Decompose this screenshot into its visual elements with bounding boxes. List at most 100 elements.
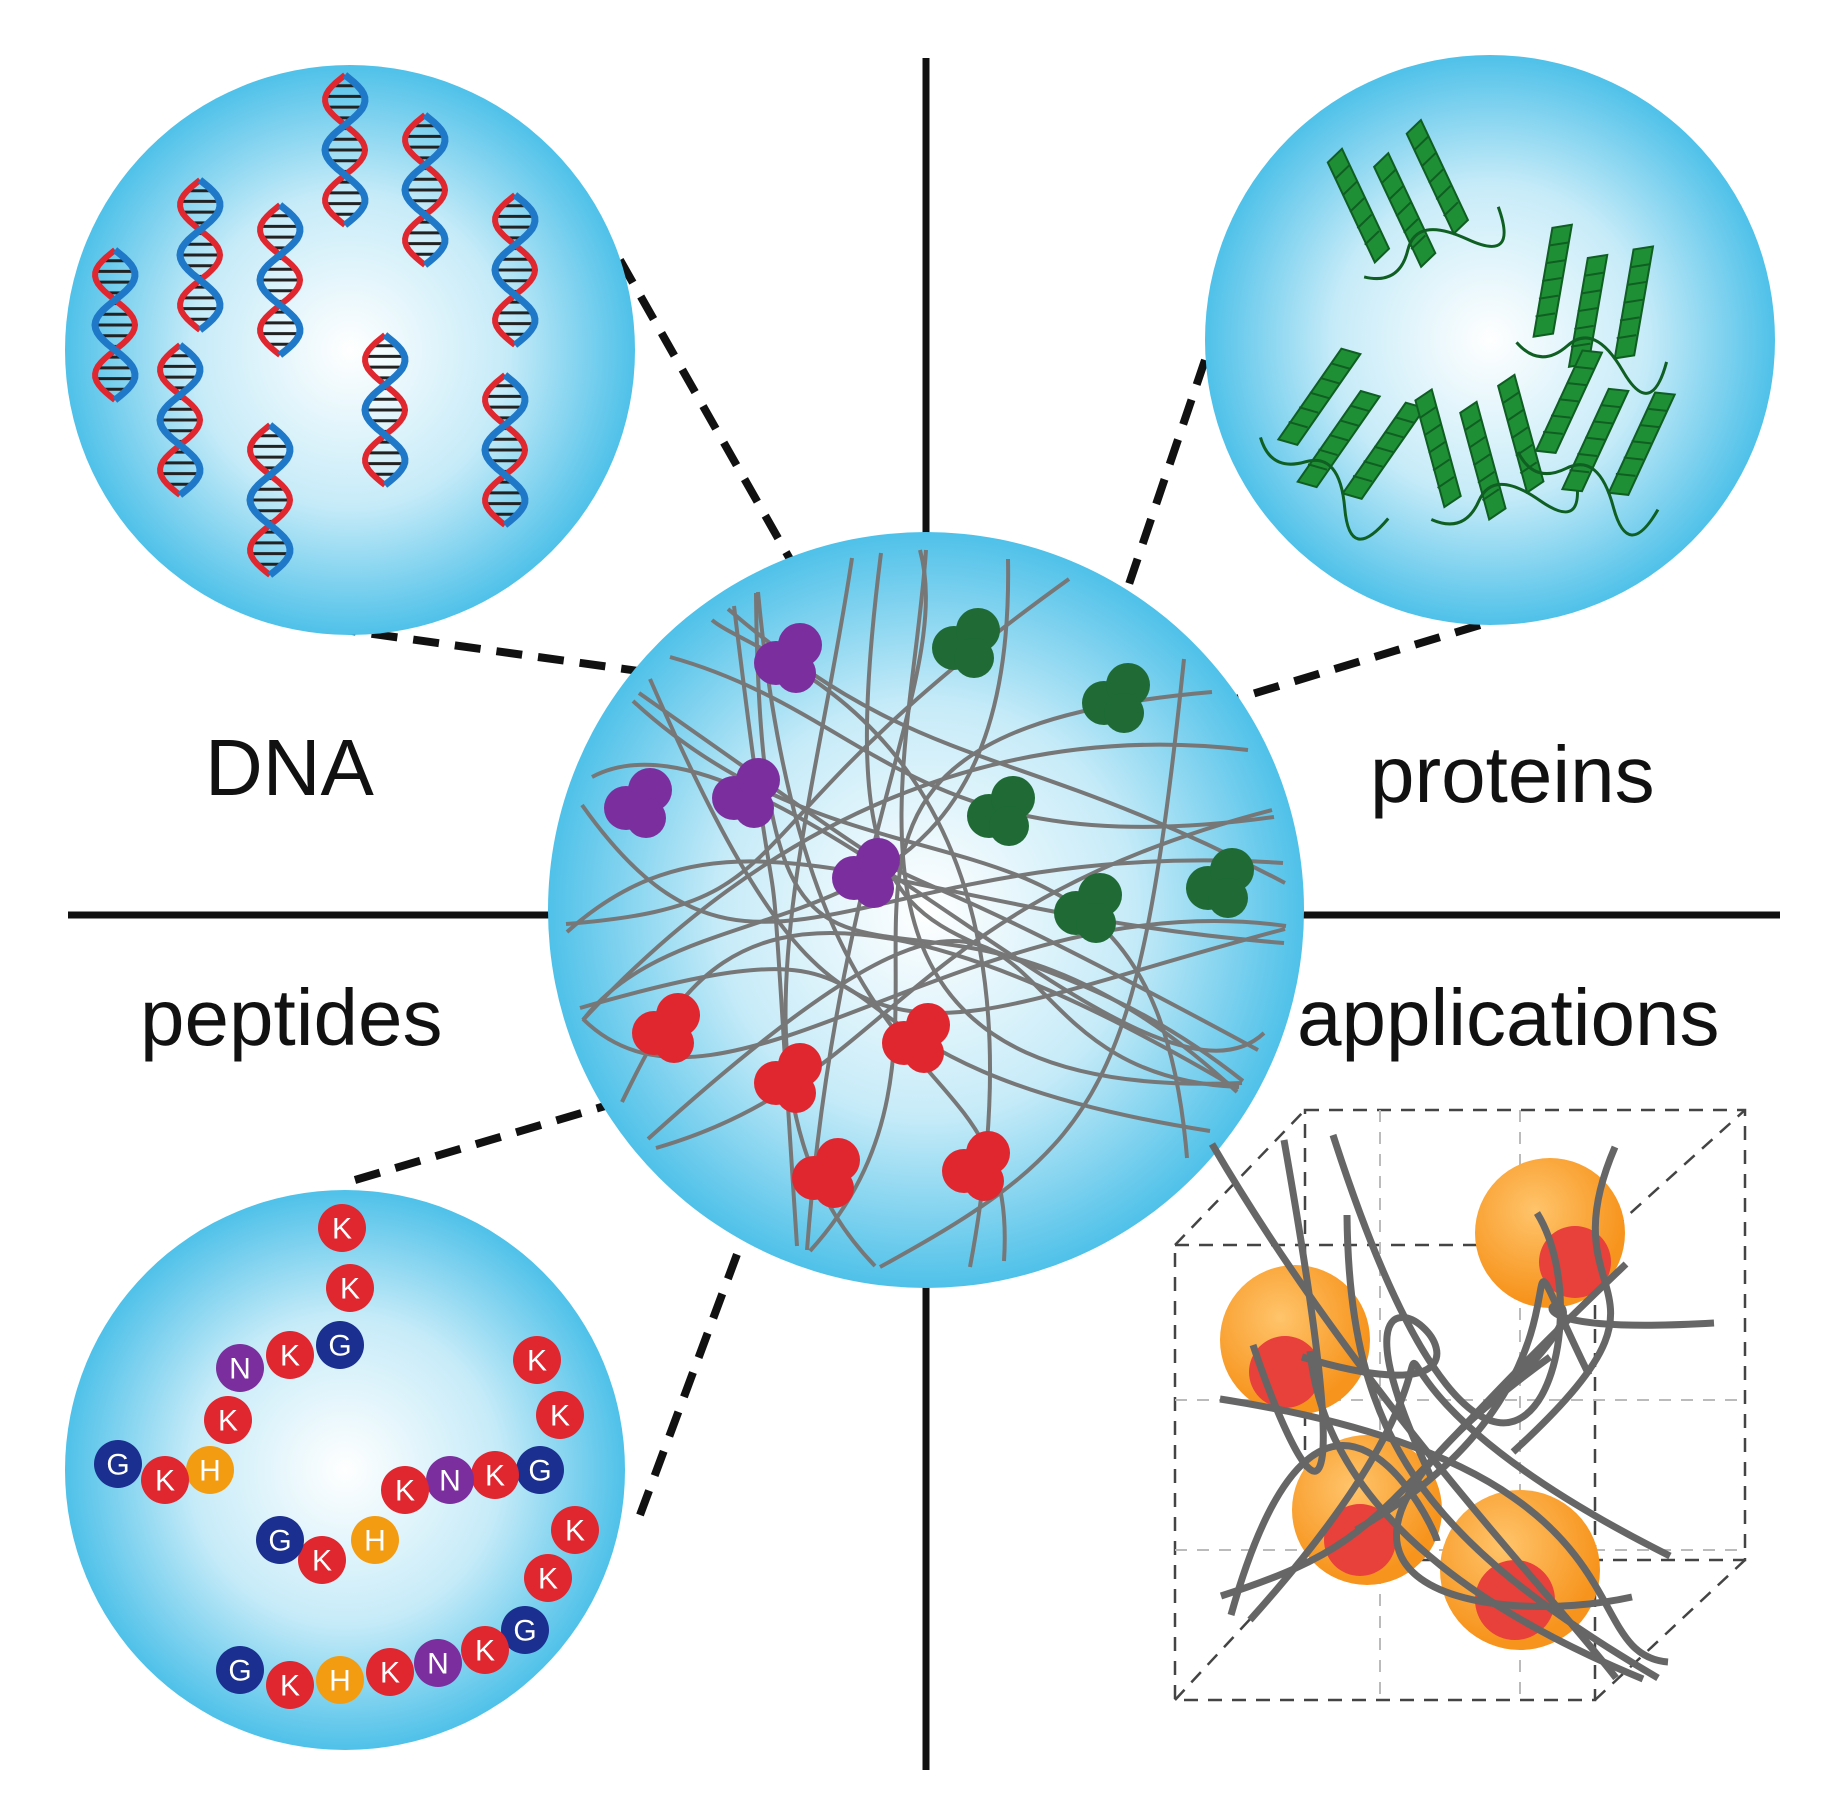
amino-acid-bead: K — [298, 1536, 346, 1584]
amino-acid-letter: K — [340, 1273, 360, 1306]
central-hydrogel — [548, 532, 1304, 1288]
cargo-blob — [882, 1003, 950, 1073]
cargo-blob — [942, 1131, 1010, 1201]
amino-acid-letter: K — [218, 1405, 238, 1438]
amino-acid-bead: K — [204, 1396, 252, 1444]
dna-helix — [156, 342, 204, 498]
amino-acid-letter: K — [280, 1340, 300, 1373]
dna-helix — [491, 192, 539, 348]
amino-acid-bead: H — [351, 1516, 399, 1564]
dna-helix — [91, 247, 139, 403]
connector-dna-b — [329, 624, 776, 694]
polymer-strand — [1249, 1139, 1327, 1475]
amino-acid-letter: N — [229, 1353, 251, 1386]
amino-acid-bead: H — [316, 1656, 364, 1704]
polymer-strand — [1300, 1313, 1441, 1481]
polymer-strand — [581, 742, 1249, 1022]
amino-acid-letter: K — [475, 1635, 495, 1668]
protein-ribbon — [1259, 347, 1427, 541]
dna-helix — [321, 72, 369, 228]
polymer-strand — [1329, 1133, 1564, 1427]
amino-acid-bead: K — [266, 1661, 314, 1709]
polymer-strand — [1510, 1145, 1619, 1455]
amino-acid-bead: K — [471, 1451, 519, 1499]
dna-bubble — [65, 65, 635, 635]
amino-acid-letter: K — [380, 1657, 400, 1690]
amino-acid-letter: N — [439, 1465, 461, 1498]
cargo-blob — [712, 758, 780, 828]
polymer-strand — [1227, 1442, 1441, 1616]
cargo-blob — [604, 768, 672, 838]
amino-acid-bead: G — [94, 1440, 142, 1488]
cargo-blob — [932, 608, 1000, 678]
polymer-strand — [1208, 1142, 1619, 1681]
dna-helix — [246, 422, 294, 578]
polymer-strand — [1219, 1261, 1629, 1600]
amino-acid-letter: K — [565, 1515, 585, 1548]
amino-acid-bead: K — [513, 1336, 561, 1384]
cargo-blob — [967, 776, 1035, 846]
amino-acid-letter: H — [364, 1525, 386, 1558]
amino-acid-bead: K — [381, 1466, 429, 1514]
dna-helix — [256, 202, 304, 358]
protein-ribbon — [1515, 223, 1669, 395]
protein-ribbon — [1516, 349, 1677, 537]
cargo-blob — [754, 623, 822, 693]
amino-acid-letter: K — [538, 1563, 558, 1596]
amino-acid-bead: G — [516, 1446, 564, 1494]
polymer-strand — [1247, 1359, 1672, 1623]
amino-acid-letter: K — [155, 1465, 175, 1498]
label-proteins: proteins — [1370, 730, 1655, 819]
dna-helix — [176, 177, 224, 333]
amino-acid-bead: N — [414, 1639, 462, 1687]
amino-acid-letter: G — [106, 1449, 129, 1482]
amino-acid-letter: K — [312, 1545, 332, 1578]
connector-dna-a — [616, 258, 824, 614]
polymer-strand — [808, 690, 1213, 1253]
polymer-strand — [710, 618, 992, 1268]
amino-acid-bead: K — [326, 1264, 374, 1312]
protein-ribbon — [1326, 118, 1506, 281]
label-applications: applications — [1297, 973, 1720, 1062]
peptides-bubble-sphere — [65, 1190, 625, 1750]
amino-acid-letter: H — [199, 1455, 221, 1488]
connector-proteins-b — [1148, 621, 1482, 729]
amino-acid-bead: G — [256, 1516, 304, 1564]
amino-acid-letter: G — [328, 1330, 351, 1363]
cargo-blob — [632, 993, 700, 1063]
dna-helix — [401, 112, 449, 268]
polymer-strand — [637, 691, 1259, 1052]
protein-ribbons — [1259, 118, 1677, 541]
amino-acid-letter: G — [228, 1655, 251, 1688]
proteins-bubble-sphere — [1205, 55, 1775, 625]
amino-acid-letter: H — [329, 1665, 351, 1698]
cargo-blob — [1082, 663, 1150, 733]
amino-acid-bead: K — [461, 1626, 509, 1674]
amino-acid-bead: K — [524, 1554, 572, 1602]
protein-ribbon — [1414, 373, 1579, 526]
polymer-strand — [805, 549, 928, 1251]
polymer-strand — [899, 549, 1243, 1086]
polymer-strand — [879, 658, 1186, 1269]
amino-acid-bead: G — [316, 1321, 364, 1369]
amino-acid-letter: K — [550, 1400, 570, 1433]
label-dna: DNA — [205, 723, 374, 812]
polymer-strand — [669, 655, 1275, 829]
amino-acid-letter: G — [528, 1455, 551, 1488]
amino-acid-letter: K — [395, 1475, 415, 1508]
amino-acid-bead: K — [551, 1506, 599, 1554]
amino-acid-bead: G — [216, 1646, 264, 1694]
cargo-blobs — [604, 608, 1254, 1208]
dna-helices — [91, 72, 539, 578]
amino-acid-letter: G — [513, 1615, 536, 1648]
amino-acid-bead: N — [216, 1344, 264, 1392]
polymer-strand — [591, 762, 1266, 1053]
amino-acid-bead: K — [536, 1391, 584, 1439]
applications-cube — [1173, 1108, 1747, 1702]
